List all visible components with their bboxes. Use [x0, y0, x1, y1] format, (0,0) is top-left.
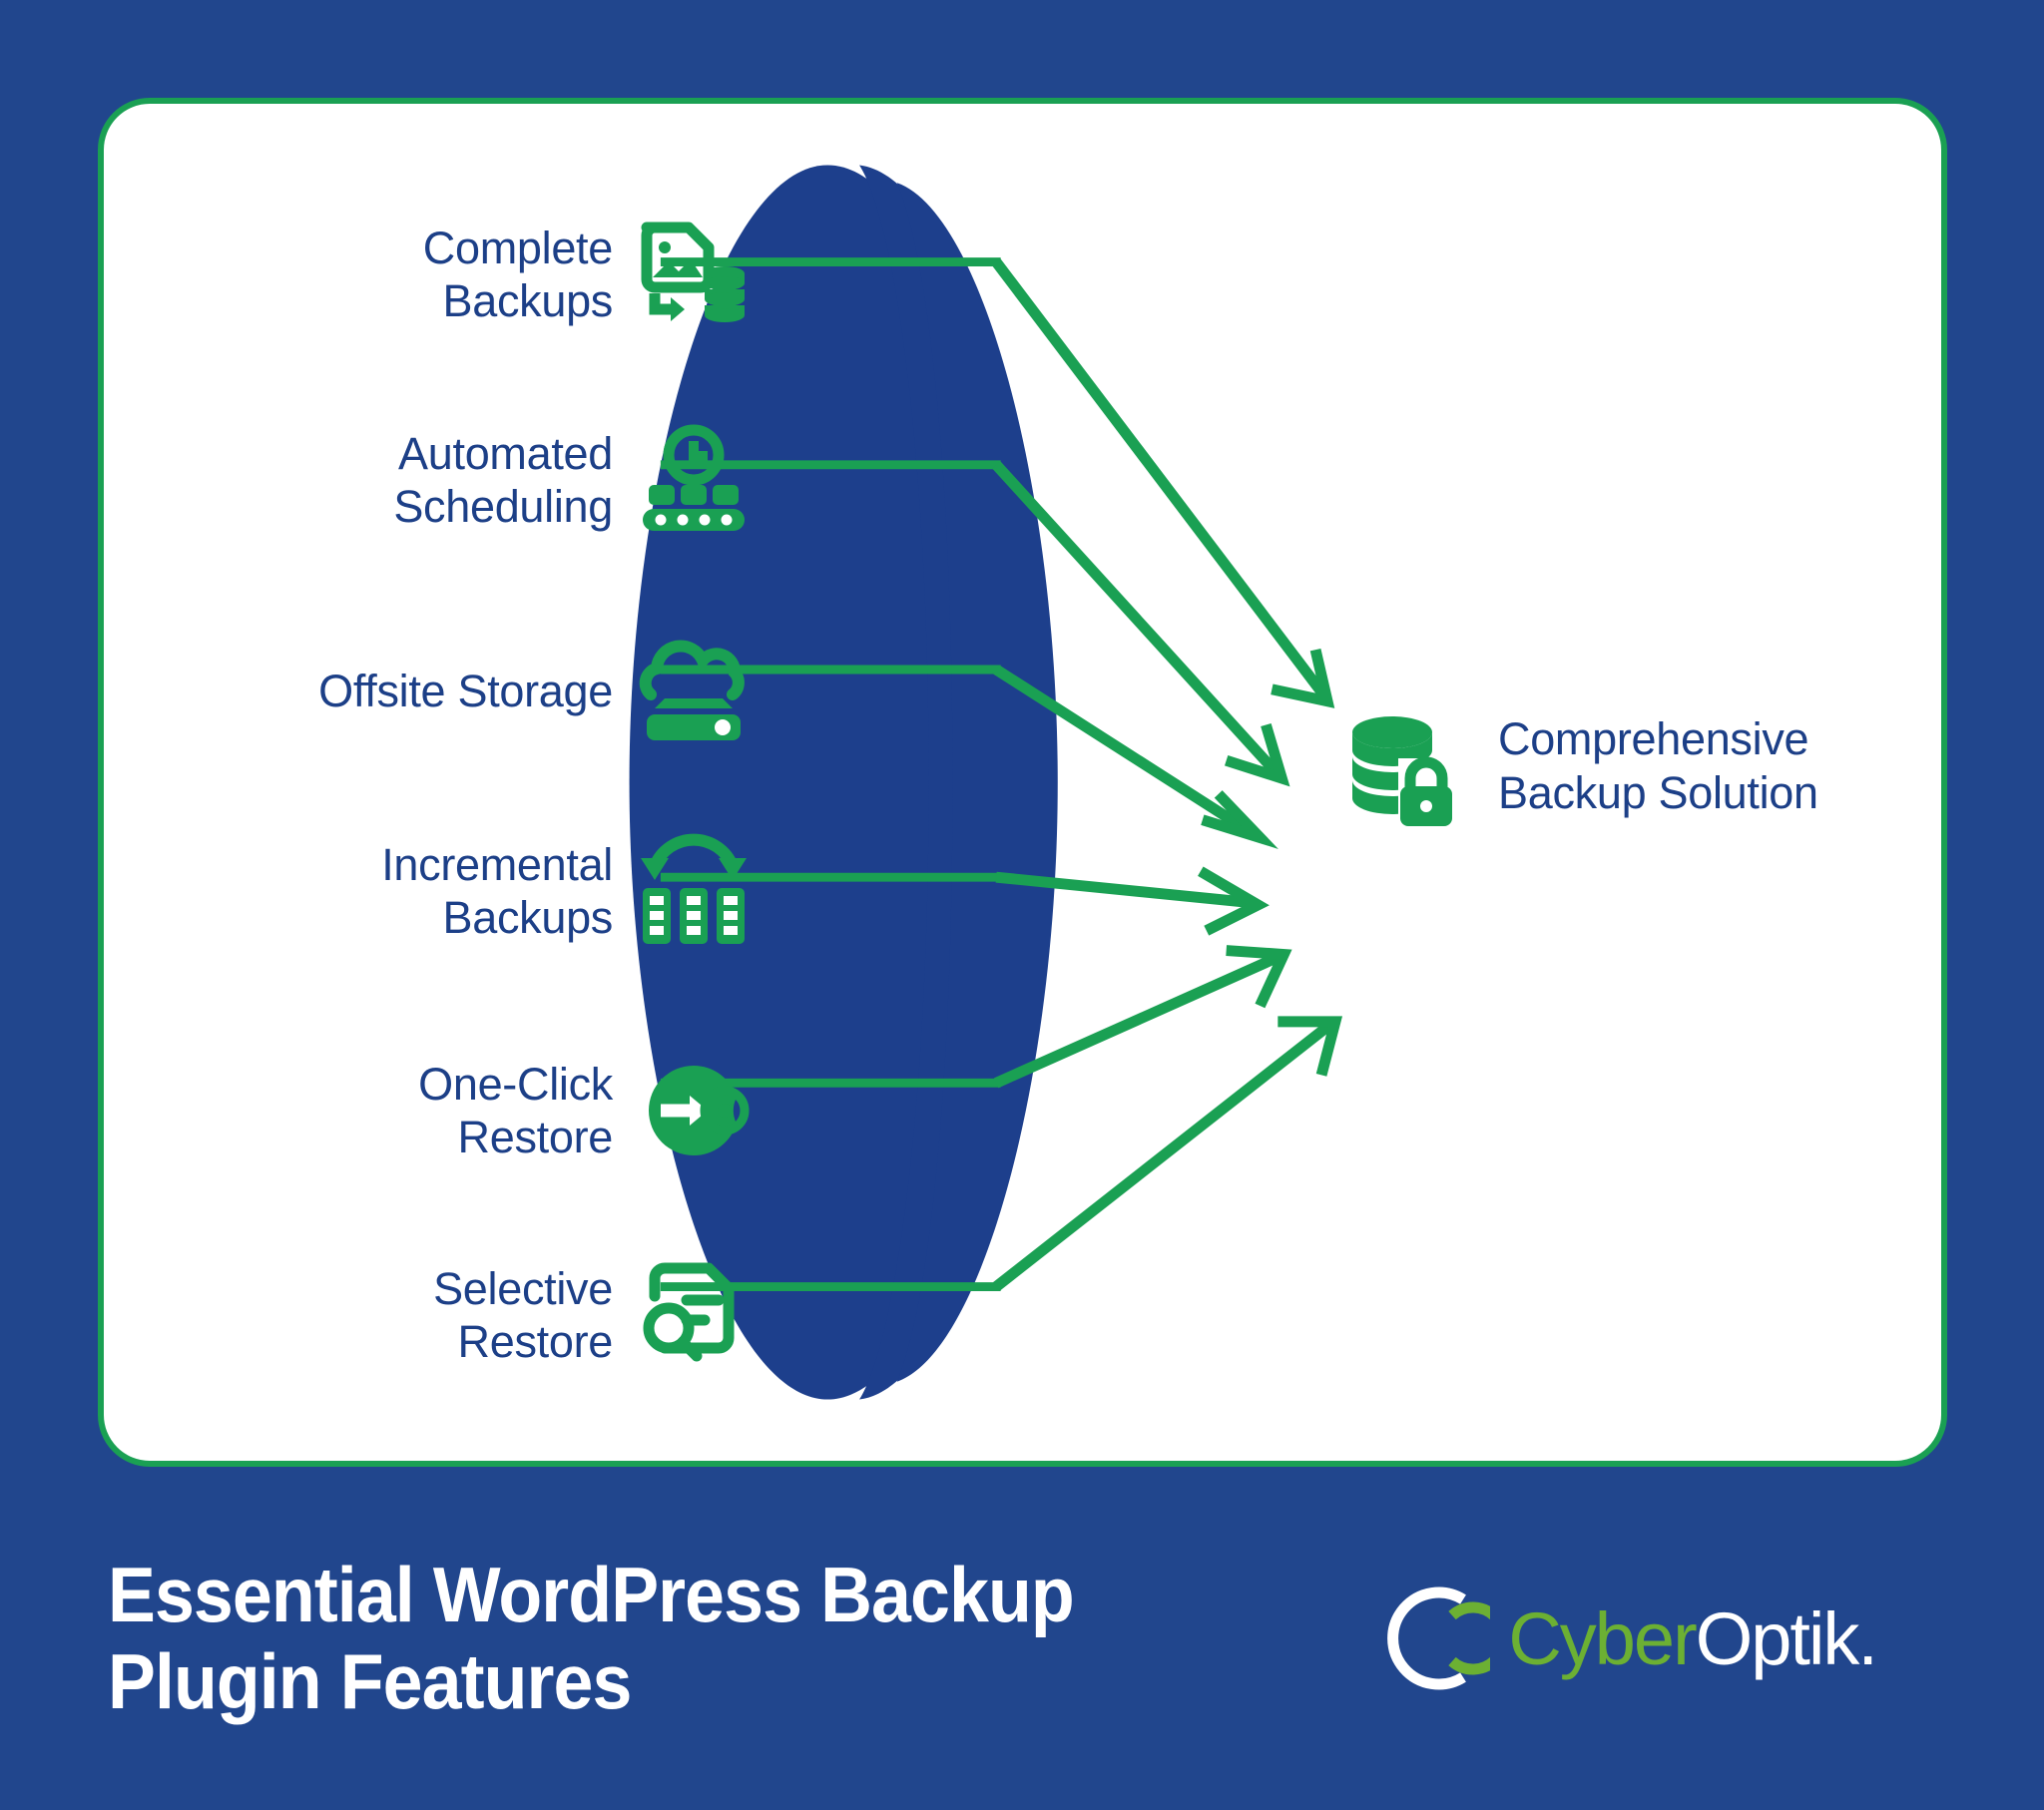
arrow-2: [993, 665, 1278, 849]
converging-arrows: [991, 258, 1343, 1291]
feature-label: One-Click Restore: [418, 1058, 613, 1162]
clock-conveyor-belt-icon: [635, 421, 753, 539]
circle-arrow-target-icon: [635, 1052, 753, 1169]
database-lock-icon: [1336, 702, 1464, 830]
feature-label: Selective Restore: [433, 1262, 613, 1367]
feature-item-one-click-restore[interactable]: One-Click Restore: [174, 1052, 753, 1169]
page-title: Essential WordPress Backup Plugin Featur…: [108, 1550, 1075, 1725]
feature-label: Incremental Backups: [381, 838, 613, 943]
feature-label: Offsite Storage: [318, 666, 613, 717]
brand-logo[interactable]: CyberOptik.: [1368, 1578, 1878, 1699]
diagram-card: Complete Backups: [98, 98, 1947, 1467]
cloud-server-storage-icon: [635, 633, 753, 750]
convergence-lens-shape: [629, 165, 1058, 1400]
file-image-restore-database-icon: [635, 216, 753, 333]
feature-item-complete-backups[interactable]: Complete Backups: [174, 216, 753, 333]
arrow-1: [992, 461, 1290, 787]
result-label: Comprehensive Backup Solution: [1498, 713, 1818, 818]
document-magnifier-icon: [635, 1256, 753, 1374]
arrow-0: [991, 258, 1335, 708]
feature-label: Automated Scheduling: [393, 427, 613, 532]
arrow-4: [993, 945, 1292, 1089]
arrows-server-racks-icon: [635, 832, 753, 950]
result-node[interactable]: Comprehensive Backup Solution: [1336, 702, 1818, 830]
brand-name-primary: Cyber: [1508, 1596, 1697, 1680]
feature-item-selective-restore[interactable]: Selective Restore: [174, 1256, 753, 1374]
brand-name-secondary: Optik.: [1695, 1596, 1878, 1680]
feature-label: Complete Backups: [422, 222, 614, 326]
feature-item-incremental-backups[interactable]: Incremental Backups: [174, 832, 753, 950]
footer-bar: Essential WordPress Backup Plugin Featur…: [0, 1467, 2044, 1810]
brand-logo-text: CyberOptik.: [1508, 1596, 1878, 1681]
feature-item-offsite-storage[interactable]: Offsite Storage: [174, 633, 753, 750]
cyberoptik-c-ring-icon: [1368, 1578, 1491, 1699]
arrow-3: [995, 866, 1270, 936]
feature-item-automated-scheduling[interactable]: Automated Scheduling: [174, 421, 753, 539]
arrow-5: [992, 1016, 1343, 1291]
